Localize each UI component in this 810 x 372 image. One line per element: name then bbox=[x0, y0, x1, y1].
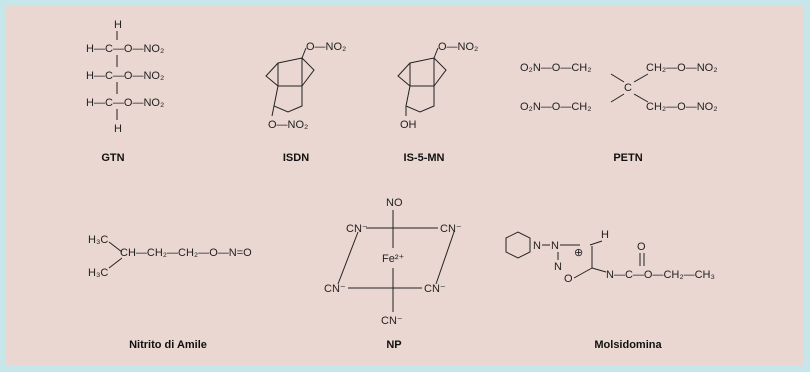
is5mn-structure: O—NO₂ OH bbox=[397, 41, 478, 131]
structures-svg: H H—C—O—NO₂ H—C—O—NO₂ H—C—O—NO₂ H GTN O—… bbox=[86, 19, 717, 351]
petn-structure: O₂N—O—CH₂ CH₂—O—NO₂ C O₂N—O—CH₂ CH₂—O—NO… bbox=[520, 62, 717, 113]
caption-molsidomina: Molsidomina bbox=[594, 339, 662, 351]
petn-bond bbox=[633, 73, 649, 83]
caption-gtn: GTN bbox=[101, 152, 124, 164]
isdn-ring-left bbox=[277, 57, 303, 87]
mol-o-ring: O bbox=[564, 273, 573, 285]
mol-bond bbox=[573, 267, 593, 279]
mol-bond bbox=[589, 240, 603, 246]
isdn-bond bbox=[301, 47, 307, 59]
is5mn-ring-bottom bbox=[405, 85, 435, 113]
is5mn-ring-outer bbox=[397, 62, 411, 87]
figure-panel: H H—C—O—NO₂ H—C—O—NO₂ H—C—O—NO₂ H GTN O—… bbox=[6, 6, 804, 366]
petn-upper-right: CH₂—O—NO₂ bbox=[646, 62, 717, 74]
np-cn-lower-right: CN⁻ bbox=[424, 283, 446, 295]
isdn-ring-outer bbox=[265, 62, 279, 87]
caption-isdn: ISDN bbox=[283, 152, 309, 164]
np-cn-upper-left: CN⁻ bbox=[346, 223, 368, 235]
gtn-row-1: H—C—O—NO₂ bbox=[86, 43, 164, 55]
caption-is5mn: IS-5-MN bbox=[404, 152, 445, 164]
petn-upper-left: O₂N—O—CH₂ bbox=[520, 62, 591, 74]
np-cn-lower-left: CN⁻ bbox=[324, 283, 346, 295]
amile-chain: CH—CH₂—CH₂—O—N=O bbox=[120, 247, 252, 259]
isdn-bottom-label: O—NO₂ bbox=[268, 119, 308, 131]
mol-o-carbonyl: O bbox=[637, 241, 646, 253]
np-fe: Fe²⁺ bbox=[382, 253, 405, 265]
mol-h: H bbox=[601, 229, 609, 241]
caption-amile: Nitrito di Amile bbox=[129, 339, 207, 351]
amile-h3c-top: H₃C bbox=[88, 234, 108, 246]
petn-lower-right: CH₂—O—NO₂ bbox=[646, 101, 717, 113]
caption-np: NP bbox=[386, 339, 401, 351]
mol-bond bbox=[591, 267, 607, 273]
amile-h3c-bottom: H₃C bbox=[88, 267, 108, 279]
morpholine-ring bbox=[505, 231, 531, 259]
is5mn-bond bbox=[433, 47, 439, 59]
np-cn-upper-right: CN⁻ bbox=[440, 223, 462, 235]
mol-plus: ⊕ bbox=[574, 247, 583, 259]
mol-n2: N bbox=[554, 261, 562, 273]
np-cn-bottom: CN⁻ bbox=[381, 315, 403, 327]
mol-n-ring: N bbox=[533, 240, 541, 252]
amile-bond bbox=[108, 241, 123, 253]
mol-tail: N—C—O—CH₂—CH₃ bbox=[606, 269, 715, 281]
gtn-row-2: H—C—O—NO₂ bbox=[86, 70, 164, 82]
is5mn-top-label: O—NO₂ bbox=[438, 41, 478, 53]
petn-bond bbox=[610, 73, 625, 83]
gtn-h-top: H bbox=[114, 19, 122, 31]
caption-petn: PETN bbox=[613, 152, 642, 164]
petn-bond bbox=[633, 93, 649, 103]
isdn-ring-outer bbox=[301, 57, 315, 87]
isdn-top-label: O—NO₂ bbox=[306, 41, 346, 53]
petn-bond bbox=[610, 93, 625, 103]
mol-n1: N bbox=[551, 240, 559, 252]
np-bond bbox=[435, 231, 455, 285]
amile-bond bbox=[108, 257, 123, 269]
np-structure: NO CN⁻ CN⁻ Fe²⁺ CN⁻ CN⁻ CN⁻ bbox=[324, 197, 462, 327]
is5mn-ring-left bbox=[409, 57, 435, 87]
isdn-structure: O—NO₂ O—NO₂ bbox=[265, 41, 346, 131]
is5mn-bottom-label: OH bbox=[400, 119, 417, 131]
is5mn-ring-outer bbox=[433, 57, 447, 87]
gtn-h-bottom: H bbox=[114, 123, 122, 135]
petn-center-carbon: C bbox=[624, 82, 632, 94]
isdn-ring-bottom bbox=[273, 85, 303, 113]
np-bond bbox=[337, 231, 359, 285]
amile-structure: H₃C CH—CH₂—CH₂—O—N=O H₃C bbox=[88, 234, 252, 279]
isdn-bond bbox=[271, 105, 275, 117]
gtn-structure: H H—C—O—NO₂ H—C—O—NO₂ H—C—O—NO₂ H bbox=[86, 19, 164, 135]
petn-lower-left: O₂N—O—CH₂ bbox=[520, 101, 591, 113]
np-no: NO bbox=[386, 197, 403, 209]
molsidomina-structure: N N H ⊕ N O O N—C—O—CH₂—CH₃ bbox=[505, 229, 715, 285]
gtn-row-3: H—C—O—NO₂ bbox=[86, 97, 164, 109]
